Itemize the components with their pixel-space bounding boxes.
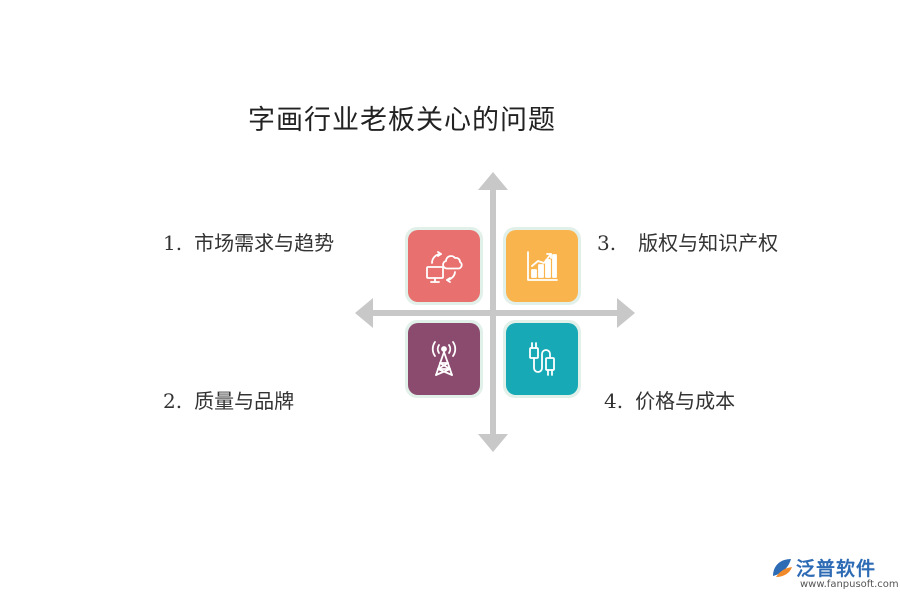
fanpu-logo-icon bbox=[773, 559, 792, 577]
horizontal-axis bbox=[370, 310, 620, 316]
arrow-down bbox=[478, 434, 508, 452]
tile-wrapper-2 bbox=[503, 227, 581, 305]
tile-wrapper-1 bbox=[405, 227, 483, 305]
tile-market bbox=[408, 230, 480, 302]
item-text: 市场需求与趋势 bbox=[194, 231, 335, 255]
quadrant-label-4: 4. 价格与成本 bbox=[604, 385, 735, 414]
bar-chart-icon bbox=[527, 251, 558, 281]
brand-logo: 泛普软件 www.fanpusoft.com bbox=[770, 554, 899, 594]
brand-name: 泛普软件 bbox=[796, 558, 877, 580]
item-text: 价格与成本 bbox=[635, 389, 736, 413]
item-number: 3. bbox=[597, 231, 617, 255]
item-number: 1. bbox=[163, 231, 183, 255]
usb-cable-icon bbox=[529, 342, 555, 376]
quadrant-label-2: 2. 质量与品牌 bbox=[163, 385, 294, 414]
item-text: 质量与品牌 bbox=[194, 389, 295, 413]
item-number: 2. bbox=[163, 389, 183, 413]
arrow-left bbox=[355, 298, 373, 328]
brand-url: www.fanpusoft.com bbox=[800, 579, 899, 590]
quadrant-label-1: 1. 市场需求与趋势 bbox=[163, 227, 334, 256]
quadrant-label-3: 3. 版权与知识产权 bbox=[597, 227, 778, 256]
tile-quality bbox=[408, 323, 480, 395]
tile-wrapper-3 bbox=[405, 320, 483, 398]
item-number: 4. bbox=[604, 389, 624, 413]
arrow-right bbox=[617, 298, 635, 328]
tile-price bbox=[506, 323, 578, 395]
cloud-computer-sync-icon bbox=[426, 251, 463, 283]
page-title: 字画行业老板关心的问题 bbox=[248, 105, 556, 136]
tile-copyright bbox=[506, 230, 578, 302]
arrow-up bbox=[478, 172, 508, 190]
tile-wrapper-4 bbox=[503, 320, 581, 398]
item-text: 版权与知识产权 bbox=[638, 231, 779, 255]
signal-tower-icon bbox=[431, 341, 457, 376]
